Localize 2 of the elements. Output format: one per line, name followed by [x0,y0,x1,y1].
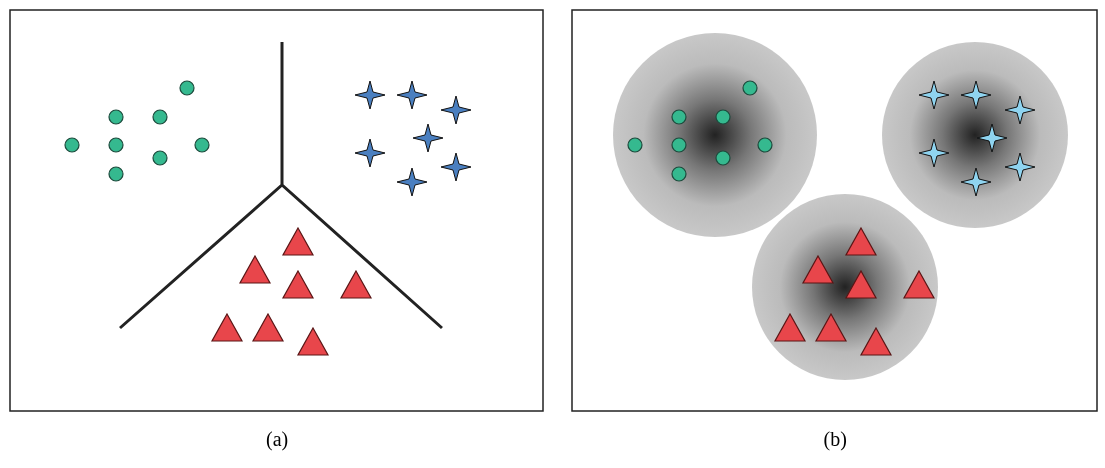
panel-caption: (a) [266,428,289,451]
panel-caption: (b) [823,428,847,451]
